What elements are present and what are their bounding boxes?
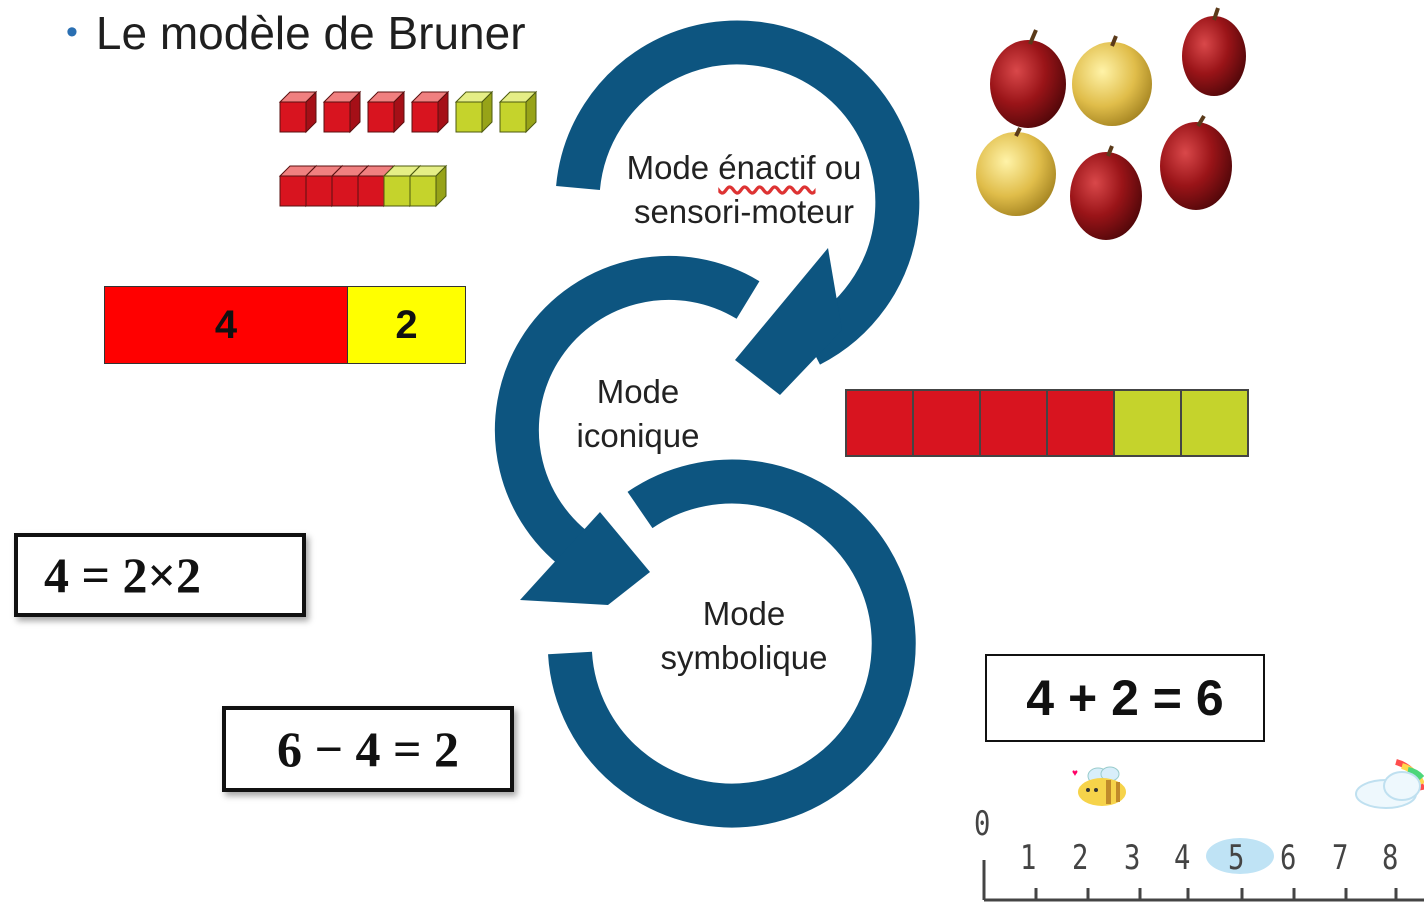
red-apple-icon [1160,114,1232,210]
bar-model: 4 2 [104,286,466,364]
rainbow-cloud-icon [1355,759,1424,809]
red-apple-icon [1182,7,1246,96]
tick-label: 6 [1280,838,1297,878]
symbolic-mode-label: Mode symbolique [660,595,828,676]
equation-subtraction: 6 − 4 = 2 [277,721,459,777]
equation-multiplication: 4 = 2×2 [44,547,201,603]
bar-part-two: 2 [347,286,466,364]
equation-multiplication-box: 4 = 2×2 [14,533,306,617]
tick-label: 3 [1124,838,1141,878]
tick-label: 1 [1020,838,1037,878]
tick-label: 5 [1228,838,1245,878]
square-strip [845,389,1249,457]
tick-label: 2 [1072,838,1089,878]
apples-group [976,7,1246,240]
tick-label: 0 [974,804,991,844]
equation-addition-box: 4 + 2 = 6 [985,654,1265,742]
yellow-apple-icon [976,127,1056,216]
bar-part-four: 4 [104,286,348,364]
iconic-arrowhead [520,512,650,605]
iconic-arc [494,255,760,579]
iconic-mode-label: Mode iconique [576,373,700,454]
yellow-apple-icon [1072,35,1152,126]
slide-title-text: Le modèle de Bruner [95,7,526,59]
number-line: 0 1 2 3 4 5 6 7 8 [966,800,1424,905]
bee-icon: ♥ [1072,766,1126,806]
equation-addition: 4 + 2 = 6 [1026,670,1224,726]
tick-label: 4 [1174,838,1191,878]
red-apple-icon [990,29,1066,128]
slide-title: • Le modèle de Bruner [66,6,526,60]
number-highlight [1206,838,1274,874]
enactive-arrowhead [735,248,842,395]
enactive-arc [556,20,920,365]
bullet-icon: • [66,13,78,51]
counting-cubes-icon [279,91,537,207]
enactive-mode-label: Mode énactif ou sensori-moteur [626,149,862,230]
equation-subtraction-box: 6 − 4 = 2 [222,706,514,792]
svg-text:♥: ♥ [1072,768,1078,779]
tick-label: 7 [1332,838,1349,878]
symbolic-arc [548,459,916,828]
tick-label: 8 [1382,838,1399,878]
red-apple-icon [1070,145,1142,240]
